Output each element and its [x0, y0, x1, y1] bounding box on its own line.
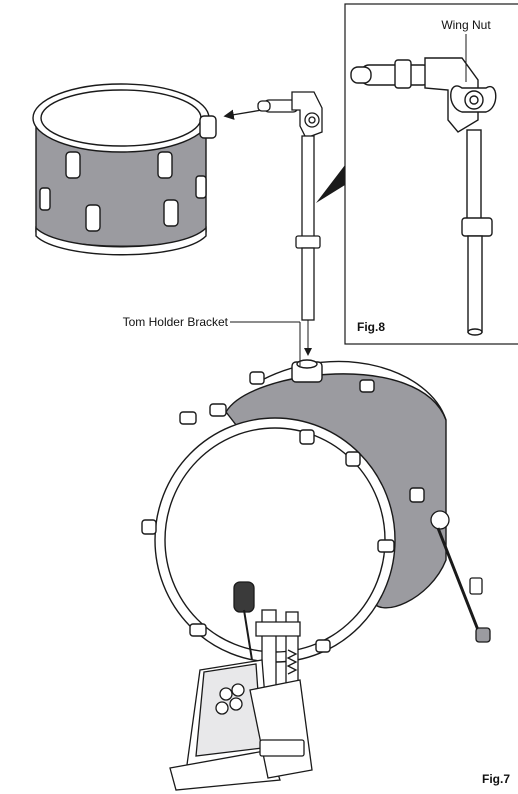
bass-drum — [141, 359, 447, 663]
fig7-label: Fig.7 — [482, 772, 510, 786]
insert-arrow — [304, 348, 312, 356]
bass-drum-pedal — [169, 581, 313, 791]
tom-drum — [32, 83, 217, 256]
inset-tom-arm — [350, 57, 497, 336]
inset-pointer — [316, 165, 345, 203]
inset-panel: Wing Nut Fig.8 — [316, 3, 518, 345]
tom-arm — [257, 91, 323, 321]
attach-arrow — [223, 109, 263, 120]
fig8-label: Fig.8 — [357, 320, 385, 334]
tom-holder-bracket-label: Tom Holder Bracket — [123, 315, 229, 329]
bass-drum-spur — [430, 510, 491, 643]
wing-nut-label: Wing Nut — [441, 18, 491, 32]
